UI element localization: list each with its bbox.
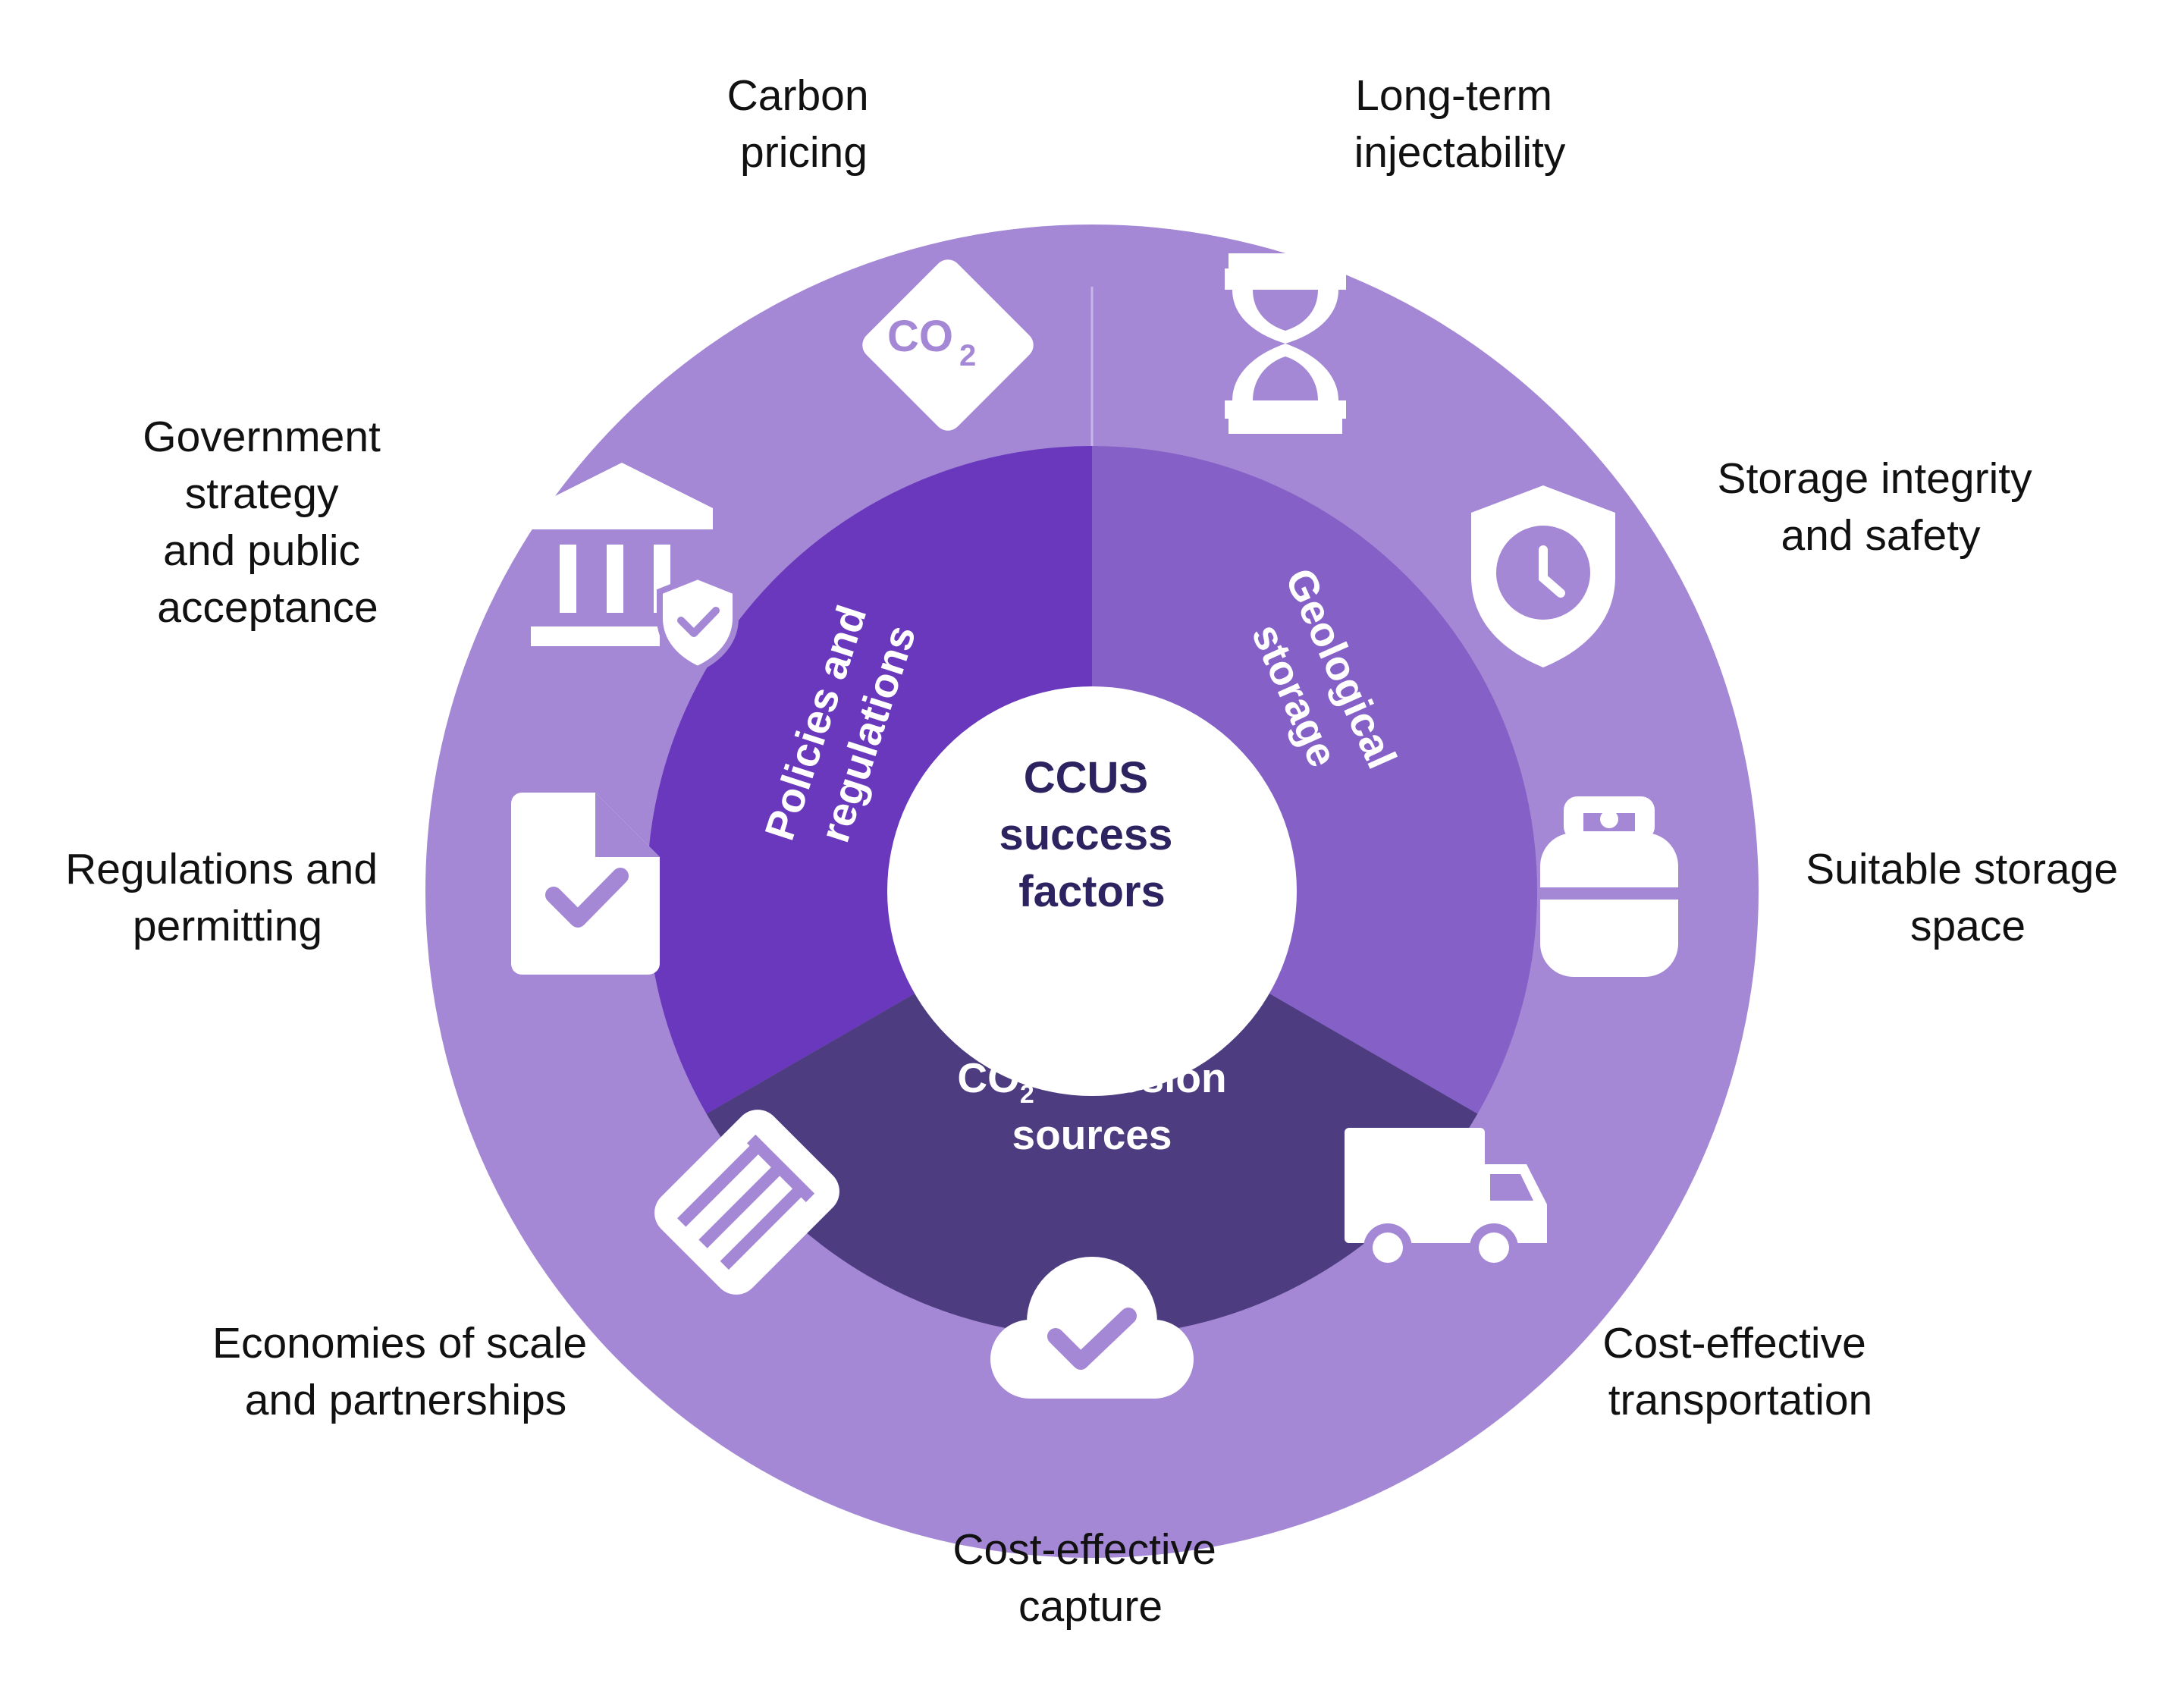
document-check-icon — [511, 793, 660, 975]
svg-text:CO: CO — [887, 312, 953, 361]
factor-economies: Economies of scale and partnerships — [212, 1319, 599, 1424]
storage-tank-icon — [1540, 796, 1678, 977]
factor-capture: Cost-effective capture — [952, 1525, 1228, 1631]
center-circle — [887, 686, 1297, 1096]
cloud-check-icon — [990, 1257, 1194, 1399]
center-title: CCUS success factors — [999, 753, 1185, 916]
shield-clock-icon — [1471, 485, 1615, 667]
factor-transportation: Cost-effective transportation — [1602, 1319, 1878, 1424]
svg-text:2: 2 — [959, 339, 976, 372]
segment-label-emission-line2: sources — [1012, 1111, 1172, 1158]
factor-storage-space: Suitable storage space — [1806, 845, 2130, 950]
co2-diamond-icon: CO 2 — [862, 259, 1034, 431]
factor-government: Government strategy and public acceptanc… — [143, 413, 392, 632]
government-building-shield-icon — [531, 463, 739, 673]
factor-carbon-pricing: Carbon pricing — [727, 71, 881, 177]
factor-injectability: Long-term injectability — [1354, 71, 1566, 177]
segment-emission — [706, 891, 1478, 1337]
hourglass-icon — [1225, 253, 1346, 434]
factor-storage-integrity: Storage integrity and safety — [1718, 454, 2044, 560]
factor-permitting: Regulations and permitting — [65, 845, 390, 950]
segment-label-emission: CO2 emission — [957, 1054, 1226, 1109]
handshake-icon — [654, 1110, 839, 1295]
truck-icon — [1345, 1128, 1547, 1272]
